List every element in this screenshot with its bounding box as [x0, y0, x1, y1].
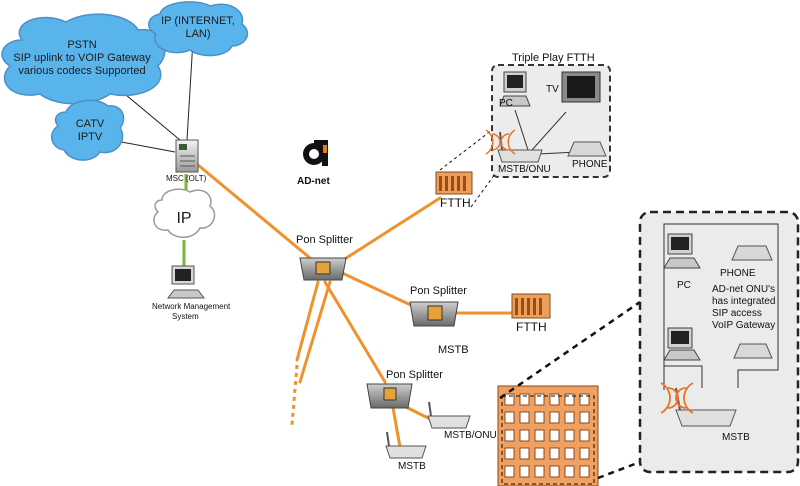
connector-lower — [597, 460, 641, 480]
pon-splitter-main — [299, 257, 347, 281]
panel-pc-label: PC — [677, 280, 691, 291]
cloud-catv — [51, 99, 125, 161]
building-window — [549, 429, 560, 442]
building-window — [534, 465, 545, 478]
building-window — [519, 447, 530, 460]
mstb-onu-low-label: MSTB/ONU — [444, 430, 497, 441]
ad-net-logo — [303, 140, 328, 166]
mstb-low-device — [385, 431, 427, 459]
building-window — [549, 465, 560, 478]
cloud-ip — [153, 188, 216, 238]
nms-computer-icon — [167, 265, 205, 299]
building-window — [504, 411, 515, 424]
cloud-ip-internet-line2: LAN) — [185, 28, 210, 40]
panel-note-line2: has integrated — [712, 296, 776, 307]
pon-splitter-mid-label: Pon Splitter — [410, 285, 467, 297]
mstb-low-label: MSTB — [398, 461, 426, 472]
building-window — [519, 465, 530, 478]
building-window — [504, 465, 515, 478]
building-window — [564, 429, 575, 442]
panel-note-line3: SIP access — [712, 308, 762, 319]
cloud-catv-line1: CATV — [76, 118, 105, 130]
pon-splitter-lower-label: Pon Splitter — [386, 369, 443, 381]
triple-play-pc-label: PC — [499, 98, 513, 109]
panel-note-line4: VoIP Gateway — [712, 320, 776, 331]
cloud-ip-label: IP — [176, 210, 191, 227]
msc-olt-label: MSC (OLT) — [166, 174, 207, 183]
building-window — [579, 411, 590, 424]
pon-splitter-main-label: Pon Splitter — [296, 234, 353, 246]
mstb-mid-label: MSTB — [438, 344, 469, 356]
nms-label-line1: Network Management — [152, 302, 231, 311]
pon-splitter-mid — [409, 301, 459, 327]
nms-label-line2: System — [172, 312, 199, 321]
cloud-pstn — [1, 13, 166, 105]
building-window — [519, 411, 530, 424]
cloud-ip-internet — [148, 1, 249, 57]
building-window — [579, 429, 590, 442]
ftth-building-upper — [435, 171, 473, 195]
building-window — [504, 447, 515, 460]
building-window — [504, 393, 515, 406]
fiber-links — [196, 163, 514, 449]
cloud-ip-internet-line1: IP (INTERNET, — [161, 15, 235, 27]
triple-play-mstb-label: MSTB/ONU — [498, 164, 551, 175]
building-window — [534, 393, 545, 406]
ftth-building-mid — [511, 293, 551, 319]
brand-label: AD-net — [297, 176, 330, 187]
building-window — [534, 447, 545, 460]
building-window — [579, 447, 590, 460]
panel-phone-label: PHONE — [720, 268, 756, 279]
ftth-upper-label: FTTH — [440, 196, 471, 210]
building-window — [504, 429, 515, 442]
cloud-pstn-line3: various codecs Supported — [18, 65, 145, 77]
triple-play-phone-label: PHONE — [572, 159, 608, 170]
panel-mstb-label: MSTB — [722, 432, 750, 443]
building-window — [549, 447, 560, 460]
mstb-onu-low-device — [427, 401, 471, 429]
cloud-catv-line2: IPTV — [78, 131, 103, 143]
building-window — [579, 393, 590, 406]
building-window — [564, 447, 575, 460]
building-window — [519, 429, 530, 442]
building-window — [534, 411, 545, 424]
triple-play-panel — [439, 64, 611, 208]
cloud-pstn-line1: PSTN — [67, 39, 96, 51]
panel-note-line1: AD-net ONU's — [712, 284, 776, 295]
building-window — [579, 465, 590, 478]
building-window — [534, 429, 545, 442]
cloud-pstn-line2: SIP uplink to VOIP Gateway — [13, 52, 151, 64]
pon-splitter-lower — [366, 383, 413, 409]
building-detail-panel — [638, 210, 800, 474]
triple-play-title: Triple Play FTTH — [512, 52, 595, 64]
building-window — [549, 411, 560, 424]
fiber-continuation — [290, 364, 299, 426]
building-window — [564, 411, 575, 424]
triple-play-tv-label: TV — [546, 84, 559, 95]
msc-olt-device — [175, 139, 199, 173]
building-window — [564, 393, 575, 406]
ftth-mid-label: FTTH — [516, 320, 547, 334]
building-window — [549, 393, 560, 406]
building-window — [519, 393, 530, 406]
apartment-building — [497, 385, 599, 486]
building-window — [564, 465, 575, 478]
